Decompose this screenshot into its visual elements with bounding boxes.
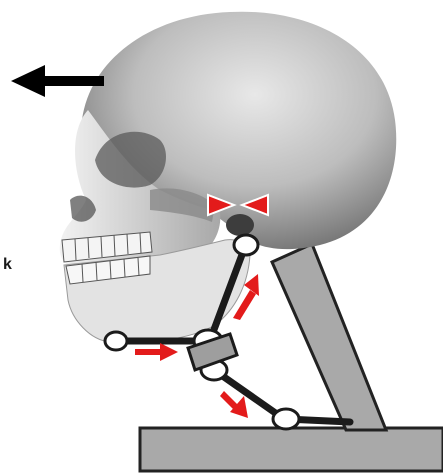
joint-ring-chin [105,332,127,350]
support-post [272,244,386,430]
side-label: k [3,256,12,274]
joint-ring-ear [234,235,258,255]
joint-ring-base [273,409,299,429]
force-arrow-jaw [135,343,178,361]
ear-opening [226,214,254,236]
base-plate [140,428,443,471]
